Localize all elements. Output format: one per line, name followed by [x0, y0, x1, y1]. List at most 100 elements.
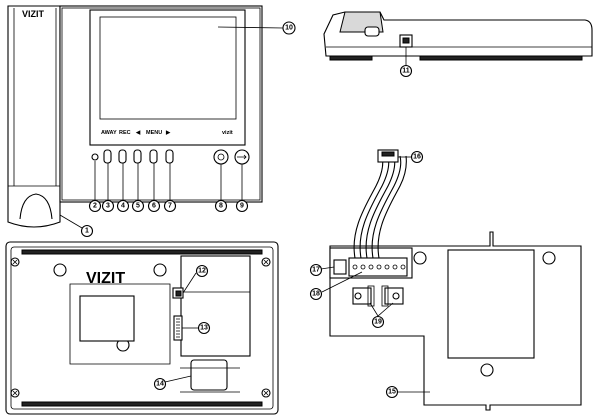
handset-earpiece-arc — [19, 193, 53, 220]
svg-text:15: 15 — [388, 389, 396, 396]
handset — [7, 5, 61, 228]
svg-text:8: 8 — [219, 203, 223, 210]
svg-text:6: 6 — [152, 203, 156, 210]
callout-2: 2 — [88, 199, 102, 213]
callout-4: 4 — [116, 199, 130, 213]
screen-bezel — [89, 9, 246, 146]
handset-logo: VIZIT — [22, 9, 45, 19]
cable-16-wire-b — [359, 155, 390, 259]
vent-bottom — [21, 401, 263, 407]
cable-16-wire-d — [371, 155, 402, 259]
callout-5: 5 — [131, 199, 145, 213]
callout-9: 9 — [235, 199, 249, 213]
label-logo: vizit — [222, 130, 233, 136]
callout-1: 1 — [80, 224, 94, 238]
svg-text:13: 13 — [200, 325, 208, 332]
callout-14: 14 — [153, 377, 167, 391]
svg-text:18: 18 — [312, 291, 320, 298]
handset-jack-hole — [402, 37, 410, 44]
svg-text:11: 11 — [402, 68, 410, 75]
callout-17: 17 — [309, 263, 323, 277]
screen — [99, 16, 237, 120]
svg-text:1: 1 — [85, 228, 89, 235]
screw-bottom-right — [261, 388, 271, 398]
hook-switch — [364, 26, 380, 37]
callout-3: 3 — [101, 199, 115, 213]
callout-line-14 — [164, 375, 192, 383]
key-icon — [237, 154, 247, 160]
speaker-14 — [190, 359, 228, 391]
callout-11: 11 — [399, 64, 413, 78]
monitor-body-inner — [61, 7, 261, 201]
svg-text:4: 4 — [121, 203, 125, 210]
callout-15: 15 — [385, 385, 399, 399]
screw-top-left — [10, 257, 20, 267]
connector-12-socket — [175, 290, 182, 297]
callout-6: 6 — [147, 199, 161, 213]
terminal-screws — [352, 264, 406, 270]
callout-18: 18 — [309, 287, 323, 301]
back-housing-inner — [10, 246, 274, 410]
svg-text:14: 14 — [156, 381, 164, 388]
callout-line-12 — [182, 272, 197, 294]
callout-13: 13 — [197, 321, 211, 335]
front-view: VIZIT AWAY REC ◀ MENU ▶ vizit 1 2 3 4 — [7, 5, 296, 238]
callout-19: 19 — [371, 315, 385, 329]
screw-top-right — [261, 257, 271, 267]
svg-text:16: 16 — [413, 154, 421, 161]
fastener-19-left-clip — [367, 285, 375, 307]
fastener-19-right-screw — [392, 292, 400, 300]
terminal-17 — [333, 259, 347, 275]
back-label-plate — [79, 295, 135, 342]
callout-line-18 — [321, 271, 363, 293]
svg-text:7: 7 — [168, 203, 172, 210]
cable-16 — [353, 155, 384, 259]
mount-foot-right — [419, 55, 583, 61]
button-6[interactable] — [149, 149, 158, 164]
front-callout-lines — [94, 161, 243, 200]
svg-text:10: 10 — [285, 25, 293, 32]
callout-line-10 — [217, 26, 284, 29]
label-away: AWAY — [101, 130, 117, 136]
button-4[interactable] — [118, 149, 127, 164]
callout-8: 8 — [214, 199, 228, 213]
button-5[interactable] — [133, 149, 142, 164]
power-icon — [217, 153, 225, 161]
vent-top — [21, 249, 263, 255]
fastener-19-left-screw — [354, 292, 362, 300]
back-logo: VIZIT — [86, 270, 125, 287]
svg-text:2: 2 — [93, 203, 97, 210]
cable-16-wire-e — [377, 155, 407, 259]
mount-hole-left — [53, 263, 67, 277]
back-view: VIZIT 12 13 14 — [5, 241, 279, 415]
svg-text:12: 12 — [198, 268, 206, 275]
mount-hole-center — [153, 263, 167, 277]
plate-hole-top-left — [413, 251, 427, 265]
speaker-bracket — [180, 367, 240, 393]
callout-12: 12 — [195, 264, 209, 278]
connector-13-pins — [176, 318, 180, 338]
plate-window — [447, 249, 535, 359]
label-right-arrow: ▶ — [165, 129, 171, 136]
callout-7: 7 — [163, 199, 177, 213]
cable-connector-16-pins — [381, 151, 395, 157]
screw-bottom-left — [10, 388, 20, 398]
mounting-plate-view: 16 17 18 19 15 — [309, 149, 582, 411]
callout-10: 10 — [282, 21, 296, 35]
power-button[interactable] — [213, 149, 229, 165]
button-7[interactable] — [165, 149, 174, 164]
svg-text:5: 5 — [136, 203, 140, 210]
fastener-19-right-clip — [381, 285, 389, 307]
terminal-block-18 — [348, 257, 408, 277]
led-indicator — [91, 153, 99, 161]
callout-16: 16 — [410, 150, 424, 164]
cable-16-wire-c — [365, 155, 396, 259]
callout-line-1 — [59, 214, 83, 229]
mount-foot-left — [329, 55, 373, 61]
svg-text:19: 19 — [374, 319, 382, 326]
label-menu: MENU — [146, 130, 162, 136]
button-3[interactable] — [103, 149, 112, 164]
top-view: 11 — [323, 11, 593, 78]
label-left-arrow: ◀ — [135, 129, 141, 136]
